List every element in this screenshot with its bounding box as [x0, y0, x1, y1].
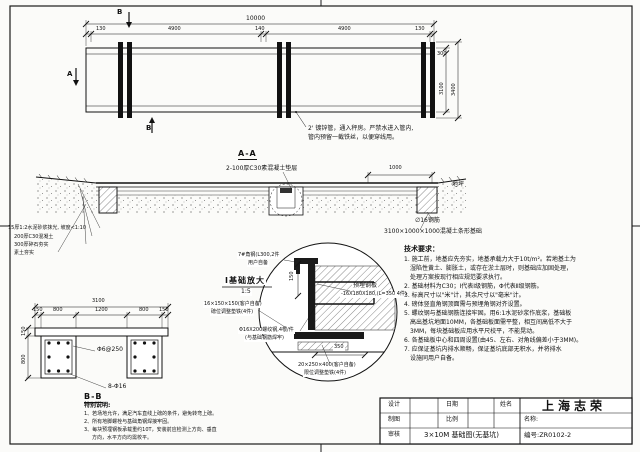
- plan-view: [73, 12, 462, 133]
- bb-seg-dim: 150: [33, 307, 43, 313]
- special-note-line: 1、若场地允许，满足汽车直线上磅的条件，避免转弯上磅。: [84, 411, 218, 417]
- titleblock-name-header: 姓名: [500, 401, 513, 408]
- shim2-note-1: 20×250×400(客户自备): [297, 362, 357, 369]
- plan-seg-dim: 130: [96, 26, 106, 32]
- plan-total-dim: 10000: [246, 15, 266, 22]
- section-marker-a: [73, 68, 79, 86]
- rebar-note: ∅16钢筋: [415, 217, 440, 224]
- shim2-note-2: 限位调整垫铁(4件): [303, 370, 348, 377]
- embed-plate-note-1: 预埋钢板: [352, 282, 379, 290]
- bb-seg-dim: 800: [53, 307, 63, 313]
- angle-steel-note-1: 7#角钢(L300,2件: [237, 252, 281, 259]
- company-name: 上海志荣: [542, 399, 607, 413]
- titleblock-name-label: 名称:: [524, 416, 539, 423]
- tech-line: 4. 磅体竖直角钢顶面需与预埋角钢对齐设置。: [404, 301, 526, 308]
- bb-seg-dim: 800: [139, 307, 149, 313]
- tech-line: 处理方案按现行相应规范要求执行。: [410, 274, 507, 281]
- pipe-leader-line: [295, 111, 307, 128]
- plan-width-top-dim: 300: [437, 51, 447, 57]
- ground-level-label: 地坪: [452, 181, 465, 188]
- section-bb: [24, 303, 172, 389]
- rebar-dots: [47, 341, 156, 373]
- plan-width-inner-dim: 3100: [439, 82, 445, 95]
- tech-line: 3. 标高尺寸以"米"计，其余尺寸以"毫米"计。: [404, 292, 525, 299]
- bb-seg-dim: 1200: [95, 307, 108, 313]
- plan-seg-dim: 140: [255, 26, 265, 32]
- strip-footing-note: 3100×1000×1000混凝土条形基础: [384, 228, 482, 235]
- tech-line: 5. 螺纹钢与基础钢筋连接牢固。用6:1水泥砂浆作底浆，基础板: [404, 310, 572, 317]
- tech-line: 7. 应保证基坑内排水顺畅，保证基坑底部无积水，并将排水: [404, 346, 562, 353]
- ramp-layer-3: 300厚碎石夯实: [14, 242, 49, 248]
- embed-plate-note-2: -16X180X180,(L=350 4件): [340, 291, 408, 298]
- plan-seg-dim: 130: [415, 26, 425, 32]
- titleblock-scale-label: 比例: [446, 416, 459, 423]
- ramp-layer-4: 素土夯实: [14, 250, 35, 256]
- plan-width-outer-dim: 3400: [451, 83, 457, 96]
- cushion-note: 2-100厚C30素混凝土垫层: [226, 165, 298, 172]
- tech-line: 湿陷性黄土、膨胀土，或存在淤土层时，则基础应加固处理，: [410, 265, 573, 272]
- detail-dim-350: 350: [333, 344, 345, 351]
- tech-line: 1. 施工前，地基应先夯实，地基承载力大于10t/m²。若地基土为: [404, 256, 576, 263]
- section-aa-title: A-A: [238, 149, 257, 161]
- detail-dim-150: 150: [289, 270, 296, 282]
- special-note-line: 3、每块预埋钢板承载重约10T，安装前应检测上方向、垂直: [84, 427, 217, 433]
- tech-requirements-title: 技术要求：: [404, 245, 439, 253]
- footing-spacing-dim: 1000: [389, 165, 402, 171]
- pipe-note-line1: 2' 镀锌管，通入秤房。严禁水进入管内,: [308, 125, 414, 132]
- ramp-layer-1: 15厚1:2水泥砂浆抹光, 坡度<1:10: [8, 225, 87, 231]
- drawing-number: 编号:ZR0102-2: [524, 431, 572, 439]
- section-bb-title: B-B: [84, 392, 103, 404]
- tech-line: 高出基坑地面10MM，各基础板面需平整，相互间高低不大于: [410, 319, 572, 326]
- angle-steel-note-2: 用户自备: [247, 260, 270, 267]
- detail-title: Ⅰ基础放大: [224, 276, 266, 286]
- anchor-note-1: Φ16X200螺纹钢,4根/件: [238, 327, 295, 334]
- shim1-note-2: 磅位调整垫铁(4件): [210, 309, 255, 316]
- bb-rebar-note: 8-Φ16: [108, 383, 127, 390]
- titleblock-date-label: 日期: [446, 401, 459, 408]
- shim1-note-1: 16×150×150(客户自备): [203, 301, 263, 308]
- pipe-note-line2: 管内预留一截铁丝，以便穿线用。: [308, 134, 399, 141]
- bb-seg-dim: 150: [159, 307, 169, 313]
- section-a-label-left: A: [67, 70, 73, 78]
- drawing-title: 3×10M 基础图(无基坑): [424, 431, 499, 439]
- section-b-label-bottom: B: [146, 124, 152, 132]
- section-marker-b: [126, 12, 155, 133]
- stirrup-note: Φ6@250: [97, 346, 123, 353]
- ramp-layer-2: 200厚C30混凝土: [14, 234, 54, 240]
- titleblock-draft-label: 制图: [388, 416, 401, 423]
- title-block-grid: [379, 397, 633, 445]
- section-aa: [35, 171, 467, 253]
- titleblock-check-label: 审核: [388, 431, 401, 438]
- tech-line: 3MM，每块基础板应用水平尺校平，不能晃动。: [410, 328, 539, 335]
- tech-line: 6. 各基础板中心和四周设置(由45、左右、对角线偏差小于3MM)。: [404, 337, 583, 344]
- plan-seg-dim: 4900: [168, 26, 181, 32]
- titleblock-design-label: 设计: [388, 401, 401, 408]
- bb-vert-dim-150: 150: [21, 326, 27, 336]
- plan-end-plates: [118, 42, 435, 118]
- plan-seg-dim: 4900: [338, 26, 351, 32]
- special-note-line: 方向，水平方向均需校平。: [92, 435, 153, 441]
- anchor-note-2: (与基础钢筋焊牢): [244, 335, 285, 342]
- bb-vert-dim-800: 800: [21, 354, 27, 364]
- detail-scale: 1:5: [240, 288, 252, 296]
- special-note-line: 2、所有地脚螺栓与基础角钢焊接牢固。: [84, 419, 173, 425]
- special-notes-title: 特别说明:: [84, 402, 111, 409]
- bb-total-dim: 3100: [92, 298, 105, 304]
- tech-line: 2. 基础材料为C30；Ⅰ代表Ⅰ级钢筋，Φ代表Ⅱ级钢筋。: [404, 283, 543, 290]
- tech-line: 设施同用户自备。: [410, 355, 459, 362]
- section-b-label-top: B: [117, 8, 123, 16]
